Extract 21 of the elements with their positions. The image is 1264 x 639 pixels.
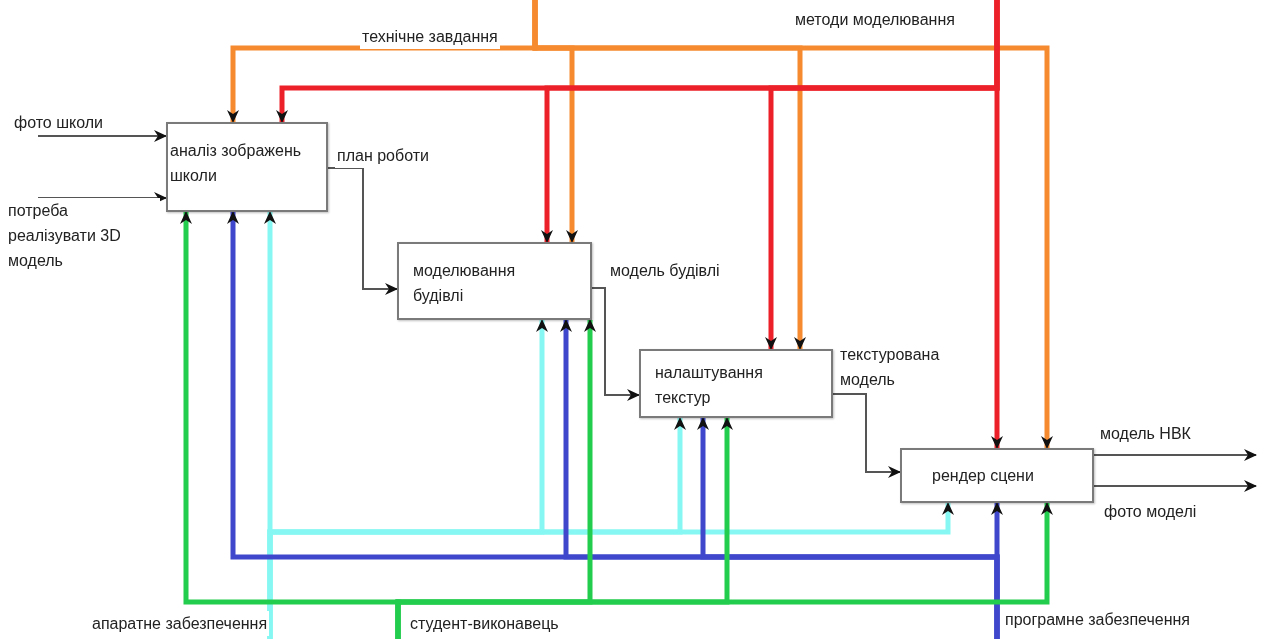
arrow (327, 167, 398, 295)
process-box (166, 122, 328, 212)
edge-label: апаратне забезпечення (90, 611, 270, 636)
arrow (832, 393, 901, 478)
arrow (267, 502, 954, 639)
arrow (591, 287, 640, 401)
process-box (639, 349, 833, 418)
process-box (900, 448, 1094, 503)
process-label: рендер сцени (932, 466, 1035, 486)
arrow (37, 192, 167, 204)
arrow (1093, 480, 1257, 492)
process-label: моделювання будівлі (413, 261, 517, 306)
process-label: аналіз зображень школи (170, 141, 303, 186)
arrow (991, 502, 1003, 639)
process-label: налаштування текстур (655, 363, 764, 408)
arrow (532, 0, 1053, 449)
arrow (37, 130, 167, 142)
process-box (397, 242, 592, 320)
arrow (991, 0, 1003, 449)
arrow (395, 502, 1053, 639)
arrow (1093, 449, 1257, 461)
